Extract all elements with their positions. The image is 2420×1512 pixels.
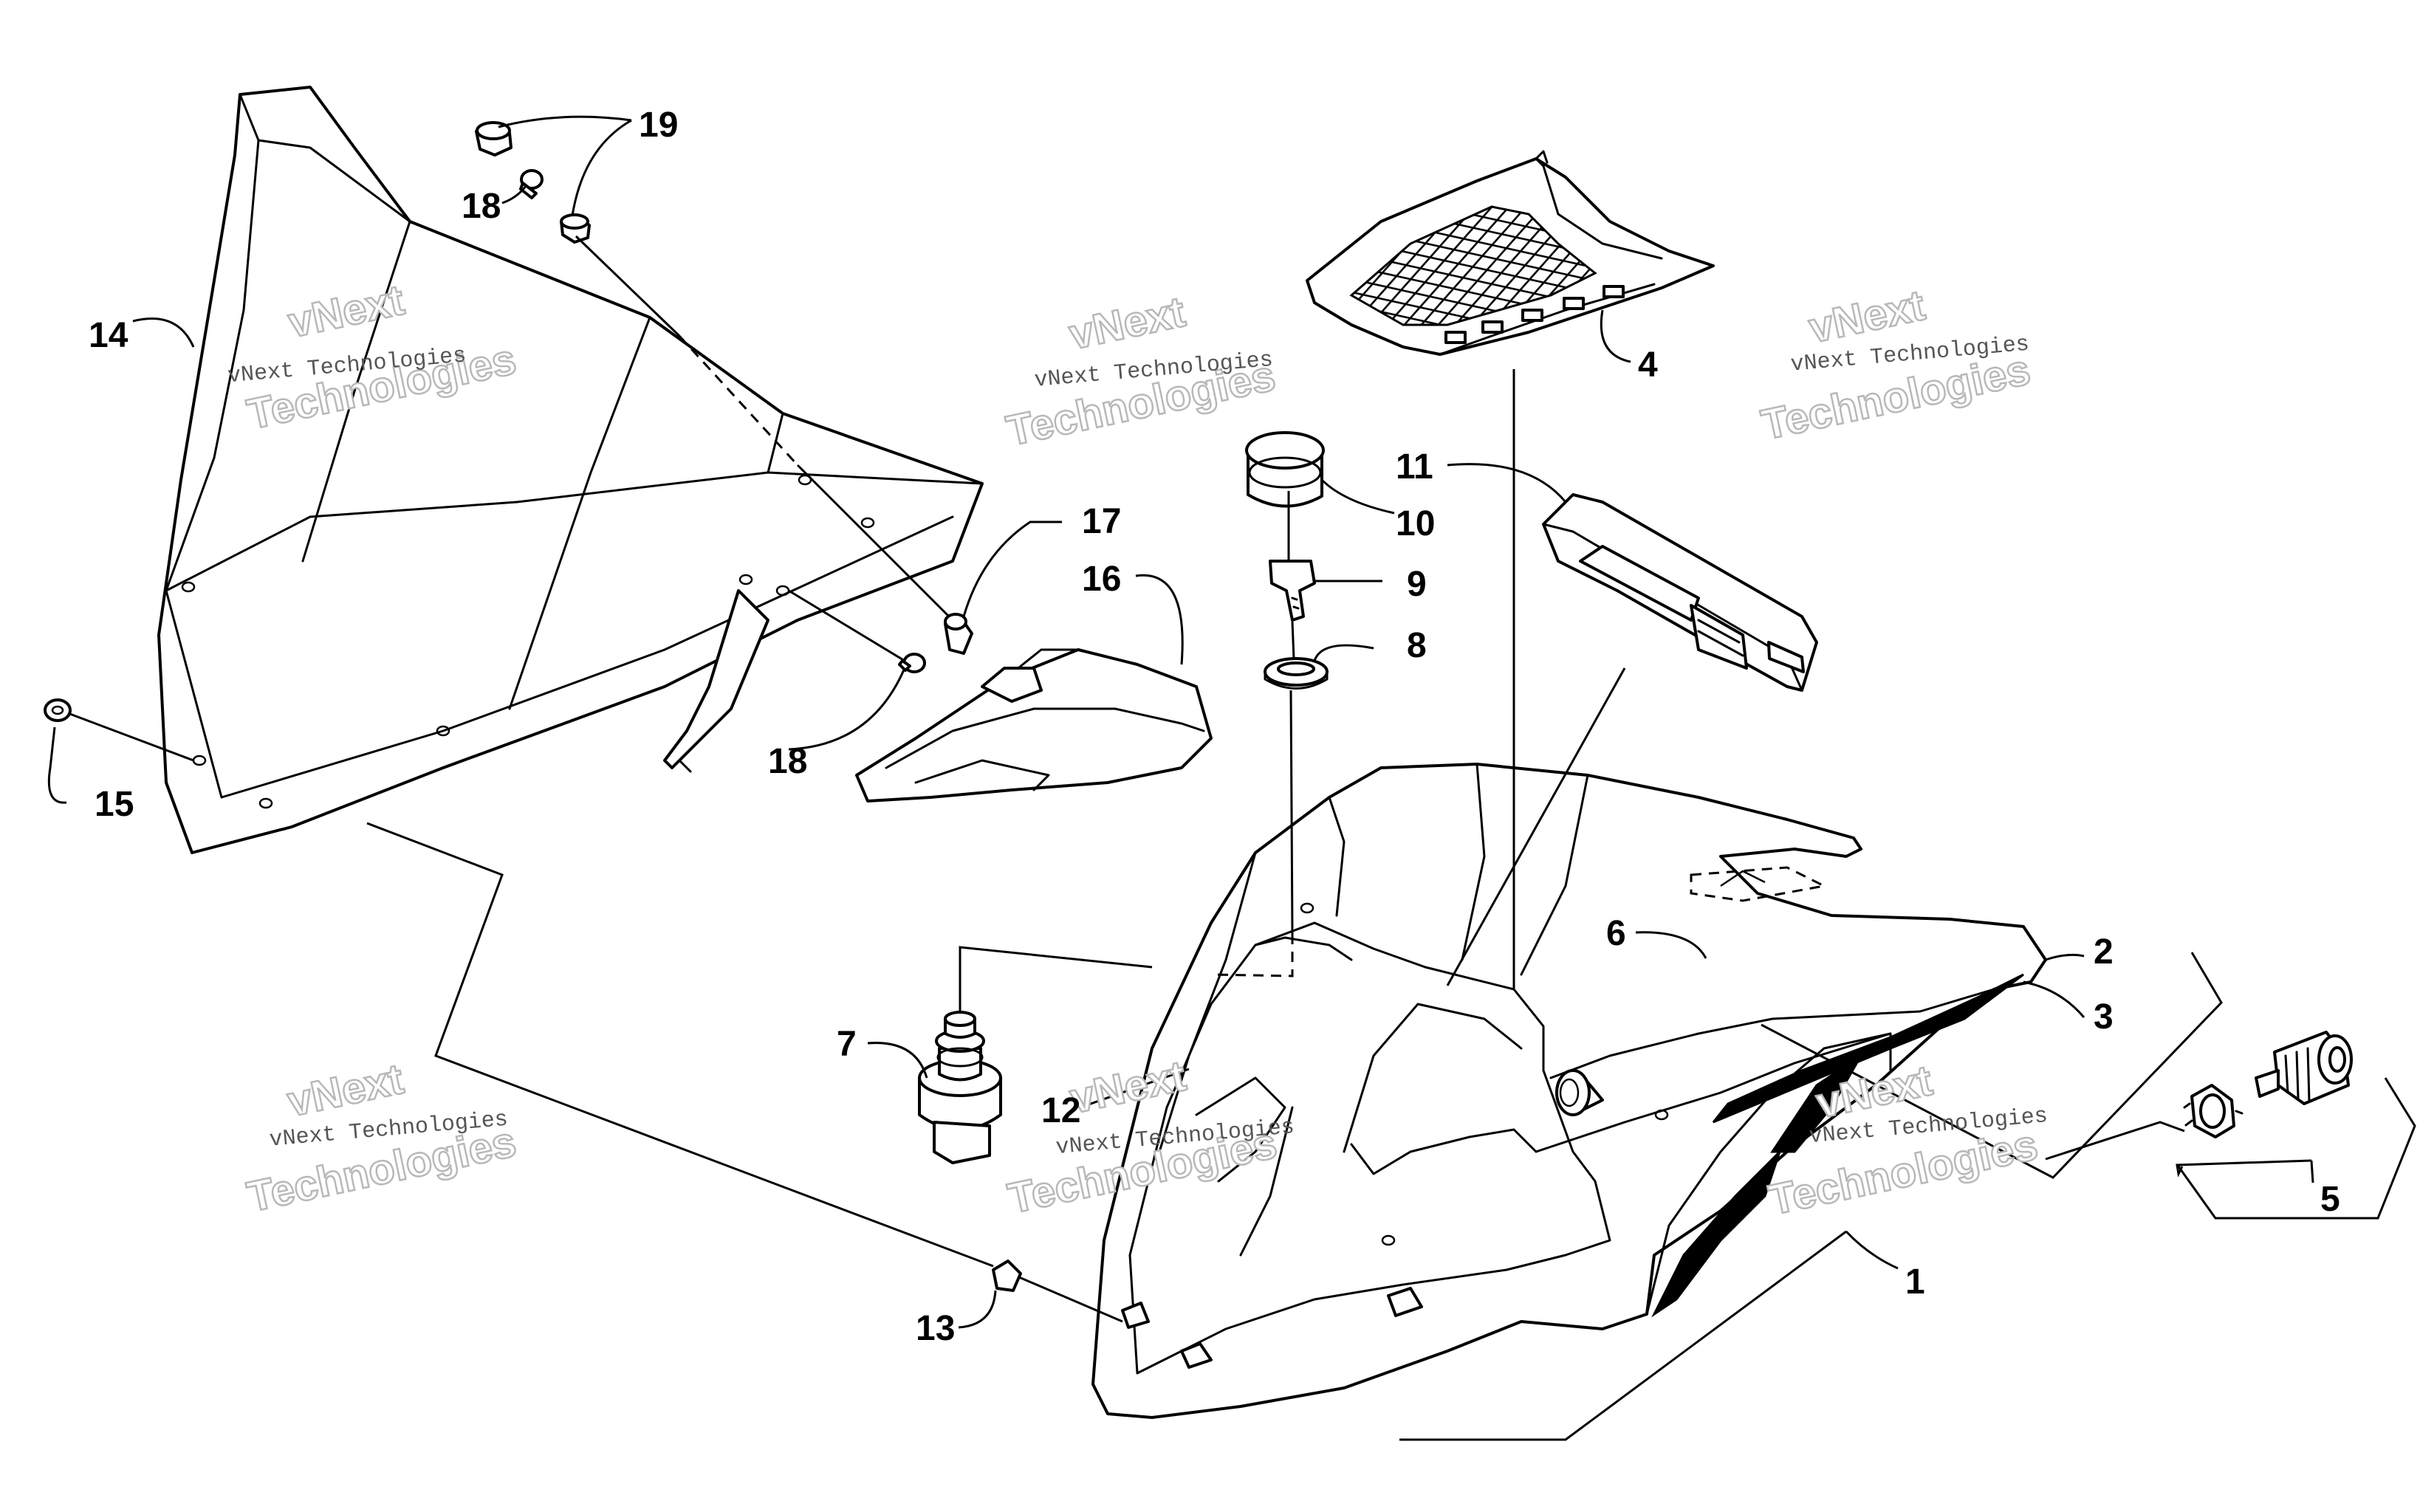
windshield-part bbox=[157, 86, 984, 854]
callout-9: 9 bbox=[1407, 565, 1427, 604]
deflector-part bbox=[855, 648, 1213, 803]
callout-11: 11 bbox=[1396, 447, 1433, 487]
callout-1: 1 bbox=[1905, 1262, 1925, 1302]
callout-13: 13 bbox=[916, 1309, 955, 1348]
storage-tray-part bbox=[1306, 150, 1715, 356]
callout-15: 15 bbox=[95, 785, 134, 824]
hood-part bbox=[1091, 763, 2047, 1419]
svg-text:vNext: vNext bbox=[1065, 288, 1189, 359]
grommet-19a-part bbox=[475, 121, 513, 157]
callout-5: 5 bbox=[2320, 1180, 2340, 1219]
callout-18-bottom: 18 bbox=[768, 742, 807, 781]
callout-14: 14 bbox=[89, 316, 128, 355]
screw-18b-part bbox=[898, 653, 926, 673]
svg-text:vNext: vNext bbox=[284, 1055, 408, 1126]
callout-labels: 1 2 3 4 5 6 7 8 9 10 11 12 13 14 15 16 1… bbox=[89, 106, 2340, 1348]
callout-4: 4 bbox=[1638, 346, 1658, 385]
leader-lines bbox=[47, 115, 2416, 1441]
accessory-outlet-part bbox=[2183, 1031, 2353, 1138]
grommet-19b-part bbox=[560, 213, 591, 244]
callout-7: 7 bbox=[837, 1025, 857, 1064]
callout-10: 10 bbox=[1396, 504, 1435, 543]
callout-2: 2 bbox=[2094, 932, 2114, 972]
key-part bbox=[1269, 560, 1316, 622]
switch-part bbox=[918, 1011, 1002, 1164]
module-part bbox=[1542, 493, 1818, 692]
callout-3: 3 bbox=[2094, 997, 2114, 1037]
grommet-17-part bbox=[944, 613, 973, 655]
callout-16: 16 bbox=[1082, 560, 1121, 599]
clip-13-part bbox=[992, 1260, 1022, 1292]
ignition-nut-part bbox=[1264, 657, 1329, 690]
callout-12: 12 bbox=[1041, 1091, 1080, 1130]
screw-18a-part bbox=[519, 169, 544, 199]
callout-18-top: 18 bbox=[462, 187, 501, 226]
screw-15-part bbox=[44, 698, 72, 722]
callout-17: 17 bbox=[1082, 502, 1121, 541]
callout-8: 8 bbox=[1407, 626, 1427, 665]
callout-19: 19 bbox=[639, 106, 678, 145]
ignition-cap-part bbox=[1245, 431, 1325, 508]
callout-6: 6 bbox=[1606, 914, 1626, 953]
